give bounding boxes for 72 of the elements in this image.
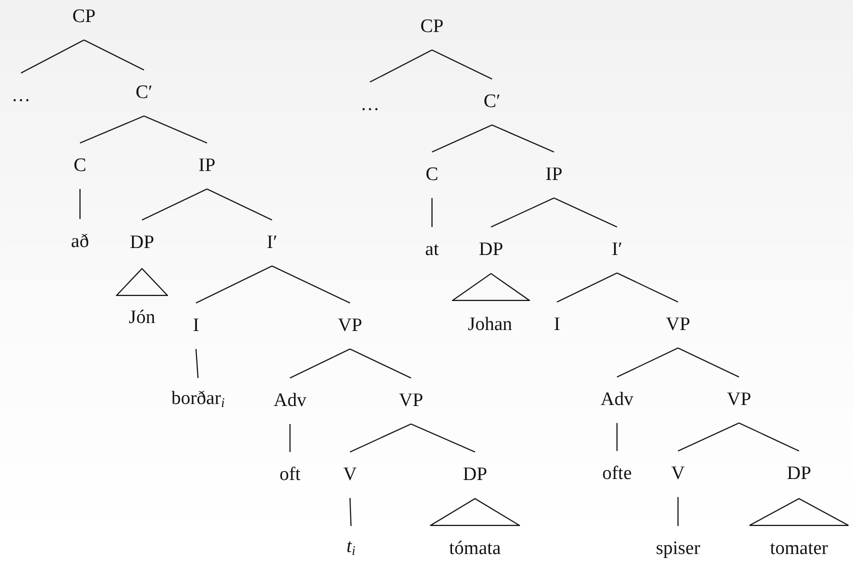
tree-node-label: Adv bbox=[600, 377, 634, 423]
branch-line bbox=[196, 266, 272, 304]
tree-node-label: Jón bbox=[128, 295, 156, 341]
branch-line bbox=[290, 348, 350, 378]
branch-line bbox=[289, 424, 291, 452]
tree-node-label: Johan bbox=[468, 302, 512, 348]
branch-line bbox=[370, 50, 432, 82]
branch-line bbox=[432, 50, 492, 80]
branch-line bbox=[410, 424, 476, 452]
branch-line bbox=[616, 348, 678, 378]
tree-node-label: IP bbox=[198, 143, 216, 189]
branch-line bbox=[432, 124, 492, 152]
tree-node-label: I′ bbox=[612, 227, 622, 273]
branch-line bbox=[431, 198, 433, 227]
tree-node-label: VP bbox=[398, 378, 424, 424]
branch-line bbox=[272, 266, 350, 304]
tree-node-label: tómata bbox=[449, 526, 501, 565]
tree-node-label: I bbox=[554, 302, 560, 348]
branch-line bbox=[84, 40, 144, 70]
tree-node-label: spiser bbox=[656, 526, 700, 565]
branch-line bbox=[144, 116, 208, 144]
branch-line bbox=[195, 348, 199, 378]
tree-node-label: C′ bbox=[484, 79, 500, 125]
branch-line bbox=[206, 188, 272, 220]
branch-line bbox=[80, 116, 144, 144]
tree-node-label: að bbox=[71, 219, 89, 265]
branch-line bbox=[616, 423, 618, 451]
branch-line bbox=[490, 198, 554, 228]
branch-line bbox=[20, 40, 84, 74]
branch-line bbox=[142, 188, 208, 220]
tree-node-label: I bbox=[192, 303, 200, 349]
tree-node-label: VP bbox=[726, 377, 752, 423]
branch-line bbox=[554, 198, 618, 228]
branch-line bbox=[678, 422, 740, 452]
triangle-shape bbox=[749, 498, 849, 526]
tree-node-label: t$_{i}$ bbox=[346, 524, 356, 565]
tree-node-label: IP bbox=[546, 152, 562, 198]
tree-node-label: DP bbox=[462, 452, 488, 498]
triangle-shape bbox=[116, 268, 168, 296]
tree-node-label: DP bbox=[786, 451, 812, 497]
tree-node-label: at bbox=[425, 227, 439, 273]
branch-line bbox=[492, 124, 554, 152]
tree-node-label: oft bbox=[279, 452, 301, 498]
tree-node-label: DP bbox=[478, 227, 504, 273]
branch-line bbox=[678, 348, 740, 378]
tree-node-label: tomater bbox=[770, 526, 828, 565]
tree-node-label: C′ bbox=[136, 70, 152, 116]
tree-node-label: Adv bbox=[274, 378, 306, 424]
branch-line bbox=[556, 272, 618, 302]
tree-node-label: VP bbox=[666, 302, 690, 348]
tree-node-label: CP bbox=[72, 0, 96, 40]
tree-node-label: ofte bbox=[602, 451, 632, 497]
tree-node-label: I′ bbox=[266, 220, 278, 266]
triangle-shape bbox=[430, 498, 520, 526]
tree-node-label: VP bbox=[338, 303, 362, 349]
branch-line bbox=[738, 422, 800, 452]
tree-node-label: C bbox=[426, 152, 438, 198]
tree-node-label: C bbox=[74, 143, 86, 189]
branch-line bbox=[79, 189, 81, 219]
branch-line bbox=[616, 272, 678, 302]
tree-node-label: … bbox=[360, 82, 380, 128]
tree-node-label: … bbox=[12, 73, 30, 119]
branch-line bbox=[349, 498, 352, 526]
branch-line bbox=[350, 424, 412, 452]
tree-node-label: CP bbox=[420, 4, 444, 50]
tree-node-label: V bbox=[671, 451, 685, 497]
tree-node-label: DP bbox=[130, 220, 154, 266]
tree-node-label: borðar$_{i}$ bbox=[171, 376, 225, 426]
branch-line bbox=[677, 497, 679, 526]
triangle-shape bbox=[452, 273, 530, 301]
tree-node-label: V bbox=[343, 452, 357, 498]
branch-line bbox=[350, 348, 412, 378]
